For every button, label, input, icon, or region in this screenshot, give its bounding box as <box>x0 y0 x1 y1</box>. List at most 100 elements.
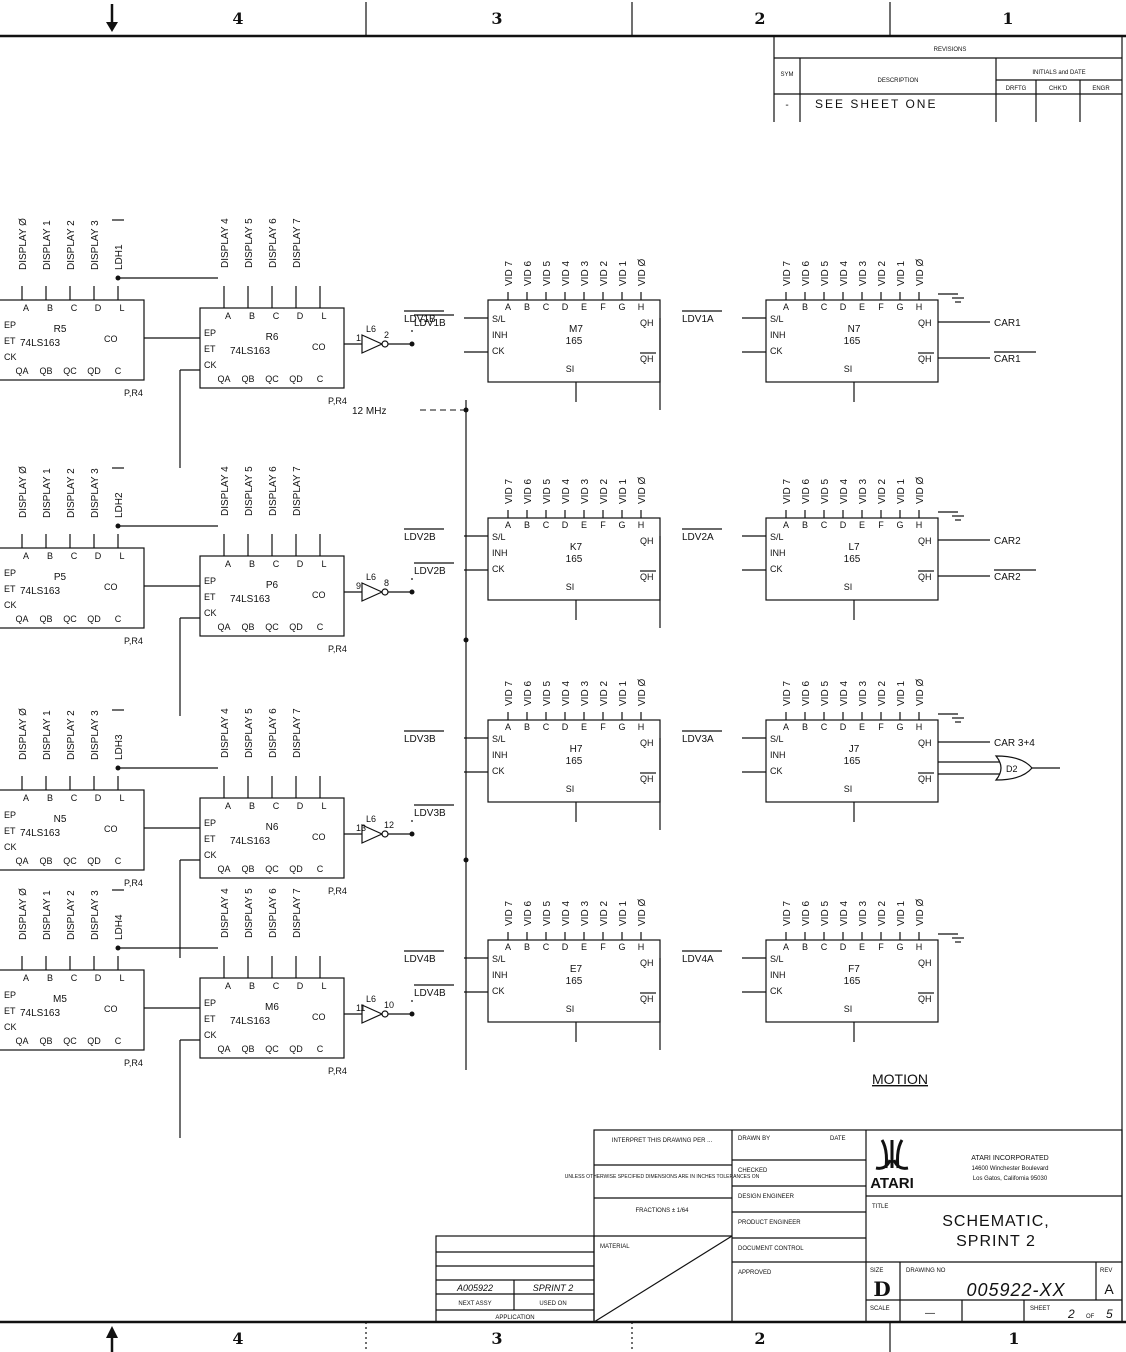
pin-letter: D <box>297 311 304 321</box>
chip-type: 74LS163 <box>230 836 270 847</box>
pin-qhn: QH <box>918 354 932 364</box>
pin-letter: E <box>859 722 865 732</box>
pin-letter: B <box>802 722 808 732</box>
pin-letter: C <box>273 981 280 991</box>
inverter-l6 <box>361 1004 384 1024</box>
vid-label-4: VID 3 <box>580 479 591 504</box>
pin-letter: QB <box>241 864 254 874</box>
chip-k7 <box>487 517 661 601</box>
pin-letter: C <box>71 973 78 983</box>
pin-ck: CK <box>204 608 217 618</box>
pin-ck: CK <box>4 600 17 610</box>
junction-dot <box>409 341 415 347</box>
pin-letter: B <box>524 942 530 952</box>
inverter-pin-out: 12 <box>384 820 394 830</box>
load-net-label: LDV2B <box>414 566 446 577</box>
input-label-3: DISPLAY 3 <box>90 710 101 760</box>
pin-letter: C <box>317 864 324 874</box>
pin-si: SI <box>566 784 575 794</box>
pin-letter: C <box>115 614 122 624</box>
vid-label-2: VID 5 <box>542 261 553 286</box>
vid-label-1: VID 6 <box>801 479 812 504</box>
vid-label-6: VID 1 <box>896 901 907 926</box>
zone-bottom-3: 3 <box>491 1329 502 1348</box>
pin-ck: CK <box>4 352 17 362</box>
input-label-0: DISPLAY 4 <box>220 708 231 758</box>
pin-letter: F <box>600 942 606 952</box>
pin-ck: CK <box>204 360 217 370</box>
pin-letter: F <box>600 520 606 530</box>
pin-letter: L <box>119 551 124 561</box>
chip-type: 165 <box>566 976 583 987</box>
clock-bus: 12 MHz <box>352 400 469 1070</box>
pin-letter: B <box>47 973 53 983</box>
tb-next-assy: A005922 <box>456 1283 493 1293</box>
pin-qhn: QH <box>918 994 932 1004</box>
pin-letter: F <box>878 722 884 732</box>
pin-rco: CO <box>312 1012 326 1022</box>
pin-letter: G <box>896 942 903 952</box>
pin-letter: A <box>225 311 231 321</box>
pin-sl: S/L <box>770 954 784 964</box>
pin-letter: C <box>543 722 550 732</box>
preset-label: P,R4 <box>124 636 143 646</box>
pin-letter: QB <box>241 622 254 632</box>
pin-letter: G <box>896 520 903 530</box>
input-label-0: DISPLAY 4 <box>220 466 231 516</box>
pin-et: ET <box>204 344 216 354</box>
vid-label-6: VID 1 <box>896 681 907 706</box>
tb-document-control: DOCUMENT CONTROL <box>738 1246 804 1252</box>
car-output-label: CAR 3+4 <box>994 738 1035 749</box>
inverter-pin-in: 13 <box>356 823 366 833</box>
chip-type: 74LS163 <box>20 1008 60 1019</box>
pin-inh: INH <box>770 970 786 980</box>
pin-ck: CK <box>4 842 17 852</box>
inverter-bubble <box>381 1010 389 1018</box>
pin-ck: CK <box>770 564 783 574</box>
pin-letter: D <box>297 981 304 991</box>
pin-letter: L <box>321 559 326 569</box>
input-label-0: DISPLAY Ø <box>18 466 29 518</box>
pin-letter: QD <box>289 864 303 874</box>
tb-drawn-by: DRAWN BY <box>738 1136 770 1142</box>
vid-label-6: VID 1 <box>618 479 629 504</box>
pin-letter: QC <box>63 1036 77 1046</box>
pin-sl: S/L <box>770 734 784 744</box>
inverter-pin-out: 10 <box>384 1000 394 1010</box>
pin-ck: CK <box>204 1030 217 1040</box>
pin-ep: EP <box>4 320 16 330</box>
vid-label-5: VID 2 <box>599 681 610 706</box>
pin-si: SI <box>844 784 853 794</box>
pin-letter: A <box>225 981 231 991</box>
inverter-l6 <box>361 334 384 354</box>
pin-letter: H <box>916 722 923 732</box>
pin-letter: C <box>821 942 828 952</box>
zone-bottom-4: 4 <box>232 1329 243 1348</box>
pin-letter: A <box>23 973 29 983</box>
pin-letter: B <box>47 303 53 313</box>
junction-dot <box>463 407 469 413</box>
pin-letter: E <box>581 722 587 732</box>
vid-label-7: VID Ø <box>637 679 648 706</box>
vid-label-5: VID 2 <box>877 901 888 926</box>
tb-title-1: SCHEMATIC, <box>942 1213 1049 1230</box>
pin-et: ET <box>204 592 216 602</box>
pin-letter: E <box>581 942 587 952</box>
pin-letter: B <box>249 981 255 991</box>
revisions-col-description: DESCRIPTION <box>877 78 918 84</box>
input-label-2: DISPLAY 2 <box>66 710 77 760</box>
pin-sl: S/L <box>770 532 784 542</box>
vid-label-3: VID 4 <box>561 479 572 504</box>
input-label-1: DISPLAY 5 <box>244 466 255 516</box>
input-label-0: DISPLAY 4 <box>220 218 231 268</box>
vid-label-3: VID 4 <box>839 901 850 926</box>
pin-ck: CK <box>204 850 217 860</box>
tb-product-engineer: PRODUCT ENGINEER <box>738 1220 801 1226</box>
pin-letter: A <box>505 520 511 530</box>
input-label-3: DISPLAY 7 <box>292 708 303 758</box>
vid-label-0: VID 7 <box>782 681 793 706</box>
chip-ref: K7 <box>570 542 583 553</box>
pin-letter: H <box>638 302 645 312</box>
inverter-ref: L6 <box>366 994 376 1004</box>
